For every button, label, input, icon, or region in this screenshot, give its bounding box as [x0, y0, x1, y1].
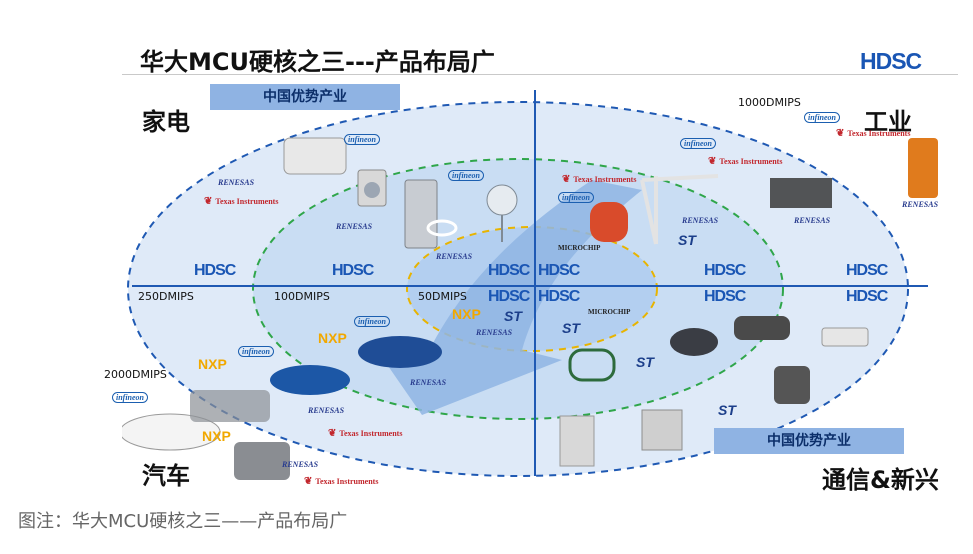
slide: 华大MCU硬核之三---产品布局广 HDSC 家电 工业 汽车 通信&新兴 中国… [104, 30, 958, 494]
infineon-logo: infineon [680, 138, 717, 149]
ring-icon [426, 219, 458, 237]
quadrant-label-automotive: 汽车 [142, 462, 190, 490]
infineon-logo: infineon [238, 346, 275, 357]
crane-icon [640, 174, 719, 245]
hdsc-mark: HDSC [332, 262, 374, 279]
hdsc-mark: HDSC [194, 262, 236, 279]
infineon-logo: infineon [448, 170, 485, 181]
st-logo: ST [718, 402, 736, 418]
blower-icon [590, 202, 628, 242]
renesas-logo: RENESAS [902, 200, 939, 209]
hdsc-mark: HDSC [704, 288, 746, 305]
mips-50: 50DMIPS [418, 290, 467, 303]
st-logo: ST [678, 232, 696, 248]
title-divider [122, 74, 958, 75]
ebike-icon [568, 348, 616, 382]
robot-gantry-icon [770, 178, 832, 208]
nxp-logo: NXP [202, 428, 231, 444]
infineon-logo: infineon [804, 112, 841, 123]
hdsc-logo: HDSC [860, 48, 922, 74]
mips-100: 100DMIPS [274, 290, 330, 303]
infineon-logo: infineon [354, 316, 391, 327]
renesas-logo: RENESAS [682, 216, 719, 225]
infineon-logo: infineon [112, 392, 149, 403]
ti-logo: Texas Instruments [328, 428, 402, 439]
microchip-logo: MICROCHIP [558, 244, 601, 252]
infineon-logo: infineon [558, 192, 595, 203]
suv-white-icon [122, 413, 221, 451]
ti-logo: Texas Instruments [562, 174, 636, 185]
fan-icon [486, 184, 518, 216]
refrigerator-icon [404, 179, 438, 249]
quadrant-label-communication: 通信&新兴 [822, 466, 939, 494]
renesas-logo: RENESAS [336, 222, 373, 231]
st-logo: ST [562, 320, 580, 336]
air-conditioner-icon [283, 137, 347, 175]
base-station-icon [559, 415, 595, 467]
hdsc-mark: HDSC [846, 262, 888, 279]
sedan-blue-icon [358, 336, 442, 368]
hdsc-mark: HDSC [704, 262, 746, 279]
renesas-logo: RENESAS [218, 178, 255, 187]
hdsc-mark: HDSC [538, 262, 580, 279]
slide-title: 华大MCU硬核之三---产品布局广 [140, 48, 495, 76]
robot-arm-icon [908, 138, 938, 198]
mips-250: 250DMIPS [138, 290, 194, 303]
drone-icon [734, 316, 790, 340]
renesas-logo: RENESAS [308, 406, 345, 415]
banner-top: 中国优势产业 [210, 84, 400, 110]
gimbal-camera-icon [774, 366, 810, 404]
nxp-logo: NXP [318, 330, 347, 346]
infineon-logo: infineon [344, 134, 381, 145]
renesas-logo: RENESAS [476, 328, 513, 337]
hdsc-mark: HDSC [488, 288, 530, 305]
figure-caption: 图注：华大MCU硬核之三——产品布局广 [18, 511, 348, 532]
robot-vacuum-icon [670, 328, 718, 356]
server-icon [641, 409, 683, 451]
mips-2000: 2000DMIPS [104, 368, 167, 381]
renesas-logo: RENESAS [794, 216, 831, 225]
ti-logo: Texas Instruments [708, 156, 782, 167]
mips-1000: 1000DMIPS [738, 96, 801, 109]
hdsc-mark: HDSC [488, 262, 530, 279]
st-logo: ST [504, 308, 522, 324]
ti-logo: Texas Instruments [304, 476, 378, 487]
renesas-logo: RENESAS [436, 252, 473, 261]
chassis-icon [190, 390, 270, 422]
hdsc-mark: HDSC [538, 288, 580, 305]
optical-module-icon [821, 327, 869, 347]
st-logo: ST [636, 354, 654, 370]
banner-bottom: 中国优势产业 [714, 428, 904, 454]
microchip-logo: MICROCHIP [588, 308, 631, 316]
ti-logo: Texas Instruments [836, 128, 910, 139]
market-diagram [122, 90, 938, 480]
engine-icon [234, 442, 290, 480]
quadrant-label-home-appliances: 家电 [142, 108, 190, 136]
nxp-logo: NXP [452, 306, 481, 322]
nxp-logo: NXP [198, 356, 227, 372]
renesas-logo: RENESAS [282, 460, 319, 469]
hdsc-mark: HDSC [846, 288, 888, 305]
growth-arrow [377, 180, 642, 415]
sedan-blue-2-icon [270, 365, 350, 395]
renesas-logo: RENESAS [410, 378, 447, 387]
ti-logo: Texas Instruments [204, 196, 278, 207]
